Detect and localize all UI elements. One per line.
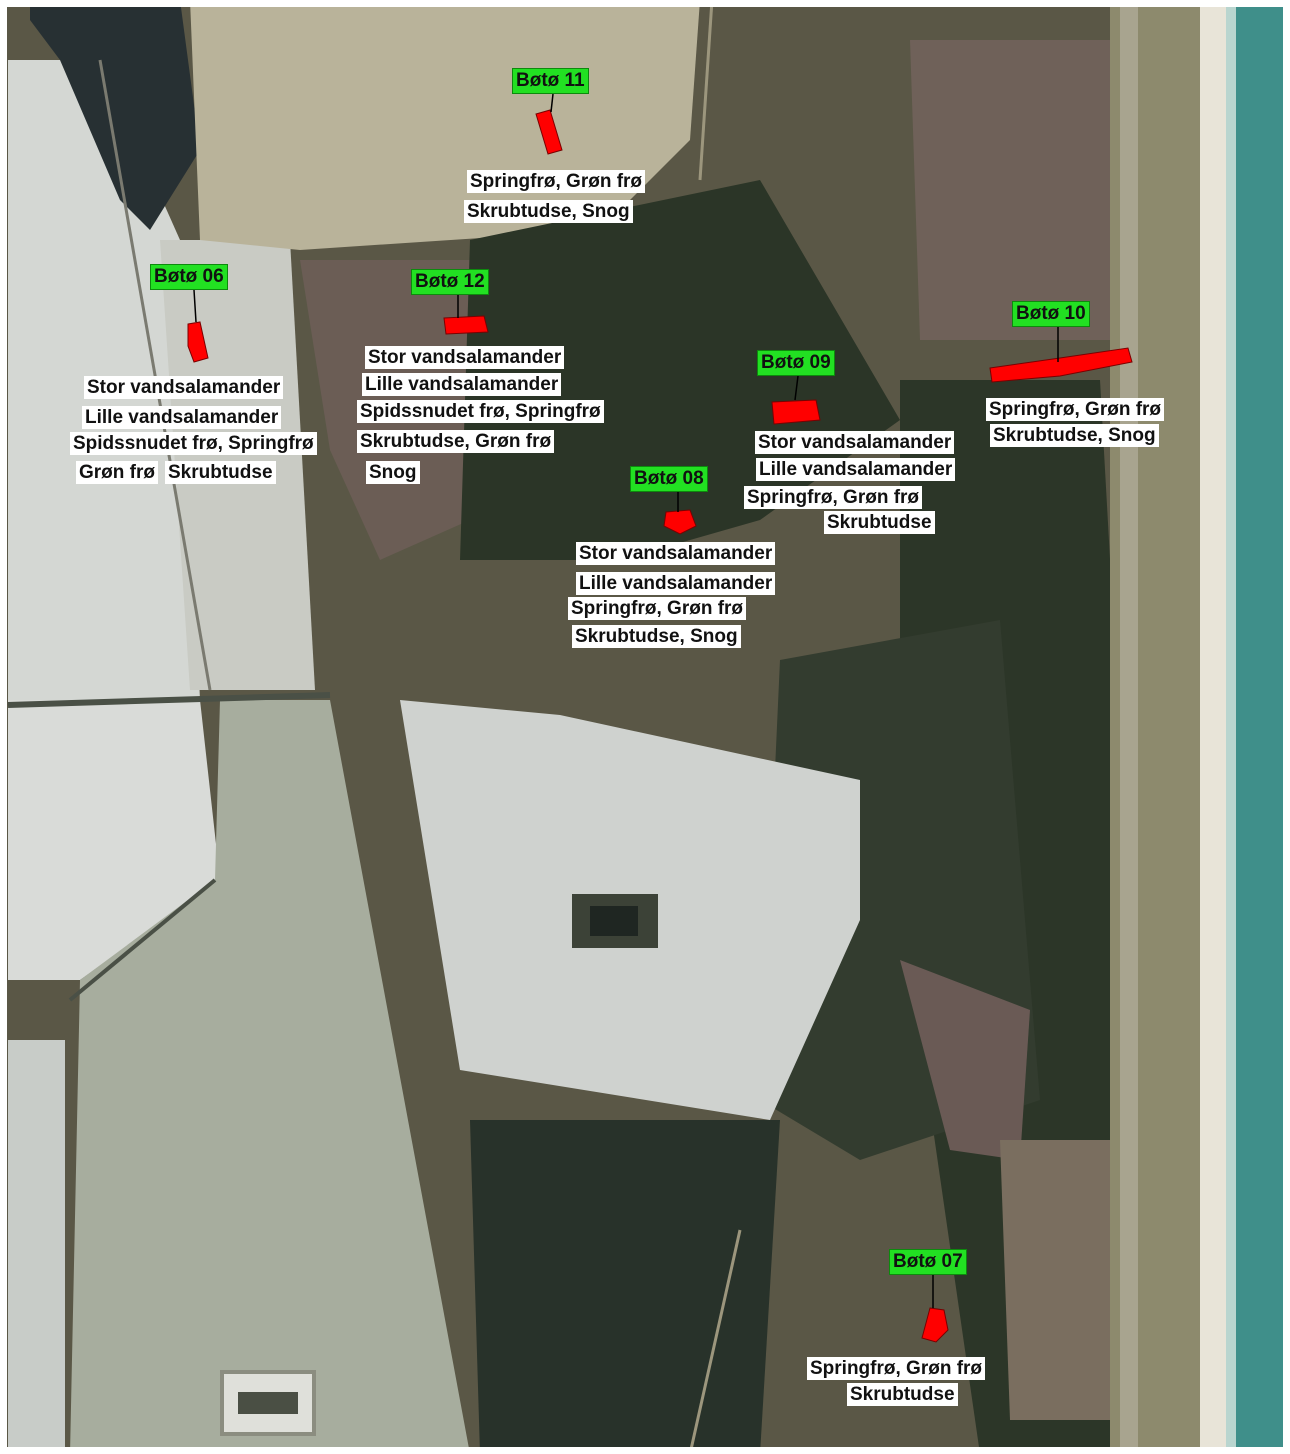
species-label-bøtø-10: Skrubtudse, Snog bbox=[990, 424, 1159, 447]
species-label-bøtø-06: Grøn frø bbox=[76, 461, 158, 484]
species-label-bøtø-06: Lille vandsalamander bbox=[82, 406, 282, 429]
field-southwest-strip bbox=[8, 1040, 65, 1454]
pond-bøtø-12 bbox=[443, 315, 489, 335]
species-label-bøtø-06: Spidssnudet frø, Springfrø bbox=[70, 432, 317, 455]
pond-tag-bøtø-11: Bøtø 11 bbox=[512, 68, 589, 94]
field-boundary-west bbox=[98, 59, 212, 691]
pond-tag-bøtø-09: Bøtø 09 bbox=[757, 350, 835, 376]
species-label-bøtø-08: Lille vandsalamander bbox=[576, 572, 776, 595]
track-north-south bbox=[698, 0, 714, 181]
species-label-bøtø-12: Spidssnudet frø, Springfrø bbox=[357, 400, 604, 423]
species-label-bøtø-09: Springfrø, Grøn frø bbox=[744, 486, 923, 509]
field-boundary-diagonal bbox=[68, 878, 217, 1002]
pond-bøtø-09 bbox=[771, 399, 821, 425]
pond-bøtø-07 bbox=[921, 1307, 949, 1343]
field-southwest-green bbox=[70, 700, 470, 1454]
species-label-bøtø-06: Skrubtudse bbox=[165, 461, 276, 484]
pond-bøtø-06 bbox=[187, 321, 209, 363]
species-label-bøtø-12: Stor vandsalamander bbox=[365, 346, 565, 369]
pond-tag-bøtø-06: Bøtø 06 bbox=[150, 264, 228, 290]
species-label-bøtø-12: Lille vandsalamander bbox=[362, 373, 562, 396]
pond-bøtø-10 bbox=[989, 347, 1133, 383]
pond-tag-bøtø-12: Bøtø 12 bbox=[411, 269, 489, 295]
species-label-bøtø-10: Springfrø, Grøn frø bbox=[986, 398, 1165, 421]
field-west-middle bbox=[8, 700, 220, 980]
leader-bøtø-11 bbox=[550, 93, 554, 113]
species-label-bøtø-07: Skrubtudse bbox=[847, 1383, 958, 1406]
leader-lines bbox=[193, 93, 1059, 1308]
species-label-bøtø-06: Stor vandsalamander bbox=[84, 376, 284, 399]
species-label-bøtø-08: Stor vandsalamander bbox=[576, 542, 776, 565]
species-label-bøtø-09: Stor vandsalamander bbox=[755, 431, 955, 454]
species-label-bøtø-08: Springfrø, Grøn frø bbox=[568, 597, 747, 620]
beach bbox=[1200, 0, 1230, 1454]
species-label-bøtø-11: Springfrø, Grøn frø bbox=[467, 170, 646, 193]
species-label-bøtø-07: Springfrø, Grøn frø bbox=[807, 1357, 986, 1380]
surf-line bbox=[1226, 0, 1236, 1454]
pond-tag-bøtø-08: Bøtø 08 bbox=[630, 466, 708, 492]
sea bbox=[1226, 0, 1290, 1454]
pond-bøtø-08 bbox=[663, 509, 697, 535]
species-label-bøtø-09: Lille vandsalamander bbox=[756, 458, 956, 481]
coastal-road bbox=[1120, 0, 1138, 1454]
species-label-bøtø-12: Skrubtudse, Grøn frø bbox=[357, 430, 555, 453]
species-label-bøtø-11: Skrubtudse, Snog bbox=[464, 200, 633, 223]
lagoon bbox=[30, 0, 200, 230]
field-pond-inner bbox=[238, 1392, 298, 1414]
heath-south-east bbox=[900, 960, 1030, 1160]
track-south bbox=[688, 1229, 742, 1454]
species-label-bøtø-09: Skrubtudse bbox=[824, 511, 935, 534]
species-label-bøtø-12: Snog bbox=[366, 461, 420, 484]
central-pond-water bbox=[590, 906, 638, 936]
pond-shapes bbox=[187, 109, 1133, 1343]
pond-bøtø-11 bbox=[535, 109, 563, 155]
pond-tag-bøtø-10: Bøtø 10 bbox=[1012, 301, 1090, 327]
species-label-bøtø-08: Skrubtudse, Snog bbox=[572, 625, 741, 648]
forest-south bbox=[470, 1120, 780, 1454]
field-boundary-middle bbox=[7, 692, 331, 708]
leader-bøtø-06 bbox=[193, 289, 197, 323]
heath-north-east bbox=[910, 40, 1110, 340]
leader-bøtø-09 bbox=[794, 375, 799, 401]
pond-tag-bøtø-07: Bøtø 07 bbox=[889, 1249, 967, 1275]
